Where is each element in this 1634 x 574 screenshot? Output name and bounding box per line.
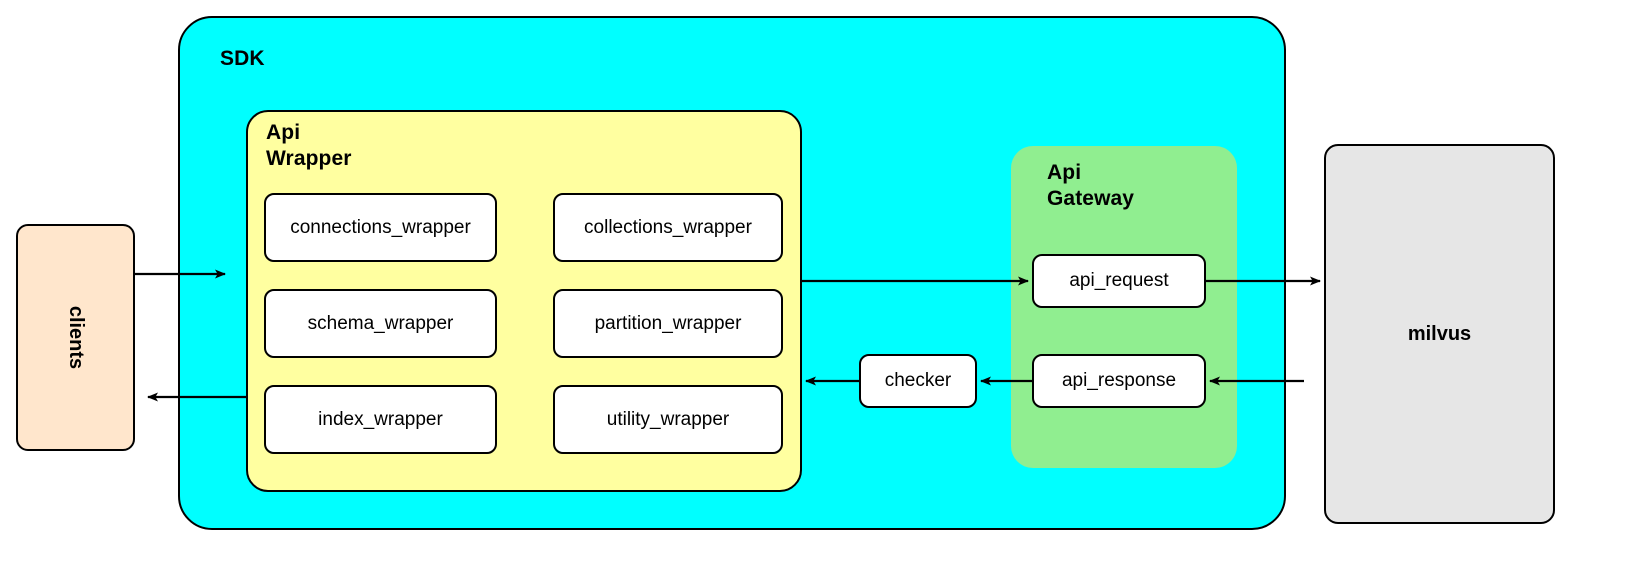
node-milvus-label: milvus	[1407, 322, 1472, 345]
node-index-wrapper[interactable]: index_wrapper	[264, 385, 497, 454]
group-api-gateway-label: Api Gateway	[1047, 161, 1135, 210]
node-api-response[interactable]: api_response	[1032, 354, 1206, 408]
node-partition-wrapper[interactable]: partition_wrapper	[553, 289, 783, 358]
group-sdk-label: SDK	[220, 47, 265, 70]
node-checker[interactable]: checker	[859, 354, 977, 408]
group-api-wrapper-label: Api Wrapper	[266, 121, 352, 170]
node-milvus[interactable]: milvus	[1324, 144, 1555, 524]
node-clients-label: clients	[64, 305, 87, 370]
node-schema-wrapper[interactable]: schema_wrapper	[264, 289, 497, 358]
node-clients[interactable]: clients	[16, 224, 135, 451]
node-connections-wrapper[interactable]: connections_wrapper	[264, 193, 497, 262]
node-api-request[interactable]: api_request	[1032, 254, 1206, 308]
node-collections-wrapper[interactable]: collections_wrapper	[553, 193, 783, 262]
node-utility-wrapper[interactable]: utility_wrapper	[553, 385, 783, 454]
